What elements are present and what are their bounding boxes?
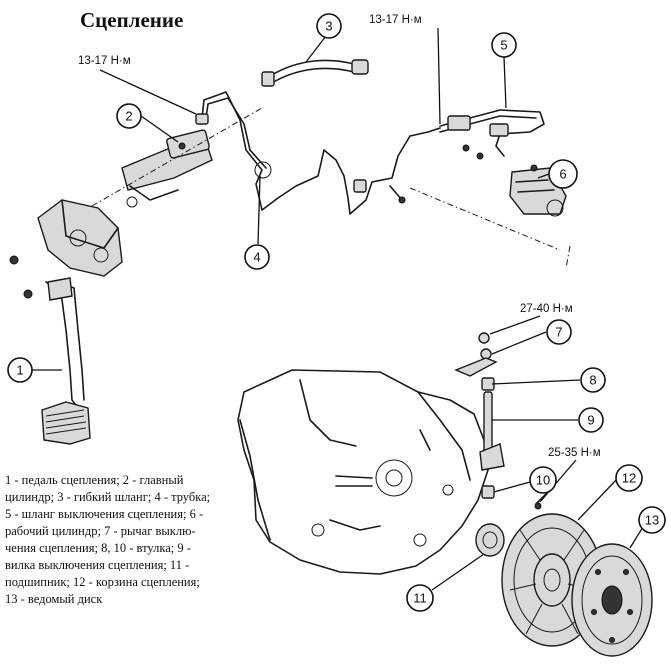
leader-torque-1 — [99, 69, 197, 115]
clutch-tube-drawing — [195, 91, 441, 215]
callout-2-label: 2 — [125, 109, 132, 124]
legend-line: 1 - педаль сцепления; 2 - главный — [5, 473, 184, 487]
dashed-axis-pedal — [91, 107, 263, 207]
master-cylinder-drawing — [121, 129, 213, 208]
callout-9-label: 9 — [587, 413, 594, 428]
callout-3: 3 — [316, 13, 342, 39]
callout-10-label: 10 — [536, 473, 550, 488]
callout-7: 7 — [546, 319, 572, 345]
dashed-axis-small — [565, 245, 571, 269]
callout-1-label: 1 — [16, 363, 23, 378]
callout-7-label: 7 — [555, 325, 562, 340]
torque-label-release-lever: 27-40 Н·м — [520, 303, 573, 315]
torque-label-hose: 13-17 Н·м — [369, 14, 422, 26]
release-fork-drawing — [454, 332, 547, 510]
callout-12-label: 12 — [622, 471, 636, 486]
callout-4-label: 4 — [253, 250, 260, 265]
dashed-axis-cylinder — [409, 187, 561, 251]
legend: 1 - педаль сцепления; 2 - главный цилинд… — [5, 473, 210, 606]
transmission-housing-drawing — [237, 369, 489, 575]
legend-line: цилиндр; 3 - гибкий шланг; 4 - трубка; — [5, 490, 210, 504]
callout-8: 8 — [580, 367, 606, 393]
callout-8-label: 8 — [589, 373, 596, 388]
release-bearing-drawing — [475, 523, 505, 557]
callout-10: 10 — [529, 466, 557, 494]
callout-2: 2 — [116, 103, 142, 129]
callout-13-label: 13 — [645, 513, 659, 528]
legend-line: рабочий цилиндр; 7 - рычаг выклю- — [5, 524, 196, 538]
callout-13: 13 — [638, 506, 666, 534]
leader-11 — [431, 553, 485, 591]
callout-12: 12 — [615, 464, 643, 492]
callout-5: 5 — [491, 32, 517, 58]
legend-line: подшипник; 12 - корзина сцепления; — [5, 575, 200, 589]
leader-torque-3 — [489, 315, 541, 335]
torque-label-basket: 25-35 Н·м — [548, 447, 601, 459]
leader-2 — [140, 115, 179, 143]
leader-6 — [537, 173, 550, 179]
legend-line: 13 - ведомый диск — [5, 592, 103, 606]
callout-6-label: 6 — [559, 167, 566, 182]
leader-10 — [493, 481, 531, 493]
leader-7 — [491, 331, 547, 355]
legend-line: вилка выключения сцепления; 11 - — [5, 558, 189, 572]
leader-3 — [305, 35, 327, 63]
torque-label-master-cylinder: 13-17 Н·м — [78, 55, 131, 67]
page-title: Сцепление — [80, 8, 183, 32]
callout-4: 4 — [244, 244, 270, 270]
callout-5-label: 5 — [500, 38, 507, 53]
clutch-pedal-drawing — [9, 199, 123, 445]
leader-torque-2 — [437, 27, 441, 125]
legend-line: 5 - шланг выключения сцепления; 6 - — [5, 507, 203, 521]
leader-8 — [491, 379, 581, 385]
flexible-hose-drawing — [261, 59, 369, 87]
leader-5 — [503, 56, 507, 109]
callout-6: 6 — [548, 159, 578, 189]
release-hose-drawing — [439, 109, 545, 160]
callout-11-label: 11 — [413, 591, 427, 606]
callout-3-label: 3 — [325, 19, 332, 34]
leader-torque-4 — [539, 459, 577, 503]
callout-9: 9 — [578, 407, 604, 433]
legend-line: чения сцепления; 8, 10 - втулка; 9 - — [5, 541, 191, 555]
leader-12 — [577, 477, 619, 521]
callout-11: 11 — [406, 584, 434, 612]
leader-4 — [257, 175, 261, 245]
driven-disc-drawing — [571, 543, 653, 657]
callout-1: 1 — [7, 357, 33, 383]
